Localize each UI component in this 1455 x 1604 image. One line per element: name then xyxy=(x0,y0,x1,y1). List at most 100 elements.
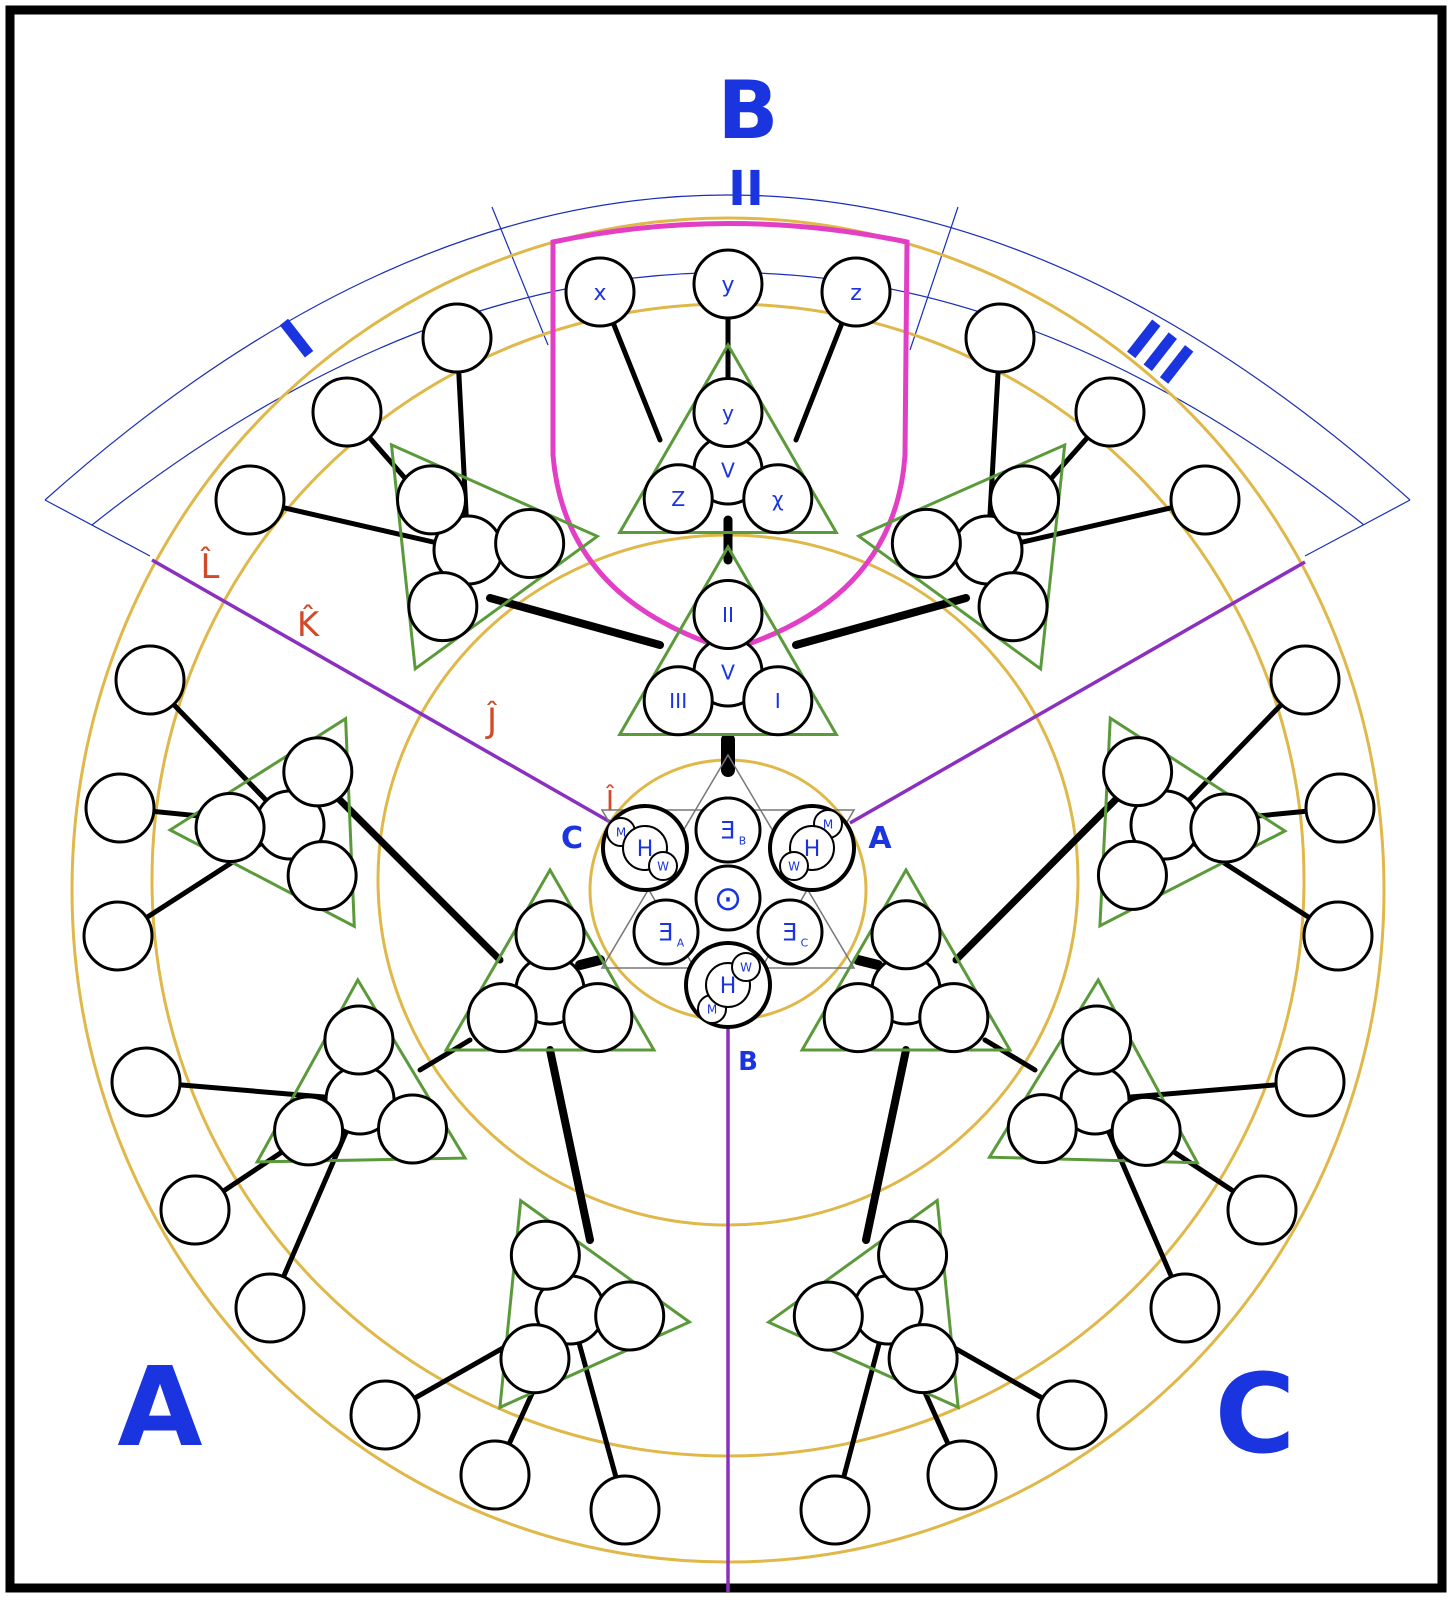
branch-triangle xyxy=(617,342,839,534)
branch-triangle xyxy=(498,1197,693,1410)
sector-1-label: I xyxy=(269,308,325,372)
branch-triangle xyxy=(254,977,468,1164)
core-node-sublabel: B xyxy=(739,834,746,847)
node-label: y xyxy=(722,401,734,425)
core-node-label: Ǝ xyxy=(782,919,797,947)
labeled-node xyxy=(642,463,714,535)
mhw-label: H xyxy=(720,974,737,999)
tree-node xyxy=(1074,376,1146,448)
tree-node xyxy=(589,1474,661,1546)
mhw-label: W xyxy=(740,960,752,974)
tree-node xyxy=(349,1379,421,1451)
tree-node xyxy=(514,899,586,971)
tree-node xyxy=(1226,1174,1298,1246)
arc-band-divider-right xyxy=(909,206,959,351)
tree-edge xyxy=(985,497,1208,553)
tree-edge xyxy=(267,1097,363,1311)
node-label: V xyxy=(721,660,735,684)
tree-node xyxy=(1036,1379,1108,1451)
core-node xyxy=(632,898,700,966)
node-label: Z xyxy=(671,487,685,511)
branch-triangle xyxy=(855,442,1067,672)
tree-triangles xyxy=(167,342,1288,1410)
mhw-label: M xyxy=(616,825,626,839)
branch-triangle xyxy=(765,1197,960,1410)
tree-edge xyxy=(862,1046,910,1244)
branch-ii-cap xyxy=(550,221,910,653)
core-b-label: B xyxy=(738,1047,758,1077)
arc-band-outer xyxy=(44,194,1411,501)
tree-node xyxy=(286,840,358,912)
node-label: χ xyxy=(772,487,784,511)
tree-node xyxy=(82,900,154,972)
core-node-sublabel: A xyxy=(677,936,685,949)
mhw-label: H xyxy=(804,837,821,862)
tree-node xyxy=(1274,1046,1346,1118)
node-label: I xyxy=(775,689,781,713)
region-b-label: B xyxy=(718,64,779,157)
tree-node xyxy=(887,1323,959,1395)
tree-node xyxy=(214,464,286,536)
mhw-label: M xyxy=(823,817,833,831)
labeled-node xyxy=(692,377,764,448)
ring-l-label: L̂ xyxy=(200,546,220,587)
mhw-node xyxy=(648,851,678,881)
tree-node xyxy=(494,507,566,579)
arc-band-end-left xyxy=(44,499,151,557)
core-a-label: A xyxy=(868,821,892,856)
tree-node xyxy=(407,571,479,643)
branch-triangle xyxy=(167,716,356,929)
sector-line-left xyxy=(151,558,613,825)
tree-node xyxy=(1169,464,1241,536)
tree-node xyxy=(877,1219,949,1291)
mhw-label: M xyxy=(707,1002,717,1016)
ring-k-label: K̂ xyxy=(297,604,321,645)
branch-triangle xyxy=(799,866,1013,1052)
branch-triangle xyxy=(617,544,839,736)
tree-edge xyxy=(546,1046,594,1244)
tree-node xyxy=(1149,1272,1221,1344)
core-node-label: ⊙ xyxy=(714,879,743,919)
core-node-label: Ǝ xyxy=(720,817,735,845)
tree-node xyxy=(459,1439,531,1511)
node-label: z xyxy=(850,281,862,306)
tree-node xyxy=(282,736,354,808)
node-label: V xyxy=(721,458,735,482)
tree-node xyxy=(311,376,383,448)
tree-node xyxy=(799,1474,871,1546)
tree-node xyxy=(977,571,1049,643)
core-node xyxy=(694,864,762,932)
ring-j-label: Ĵ xyxy=(485,700,498,741)
labeled-node xyxy=(742,665,814,737)
tree-node xyxy=(323,1004,395,1076)
tree-node xyxy=(376,1093,448,1165)
tree-node xyxy=(1061,1004,1133,1076)
tree-node xyxy=(822,982,894,1054)
tree-node xyxy=(273,1095,345,1167)
tree-edge xyxy=(982,1037,1038,1073)
tree-edge xyxy=(853,955,883,970)
node-label: III xyxy=(669,689,687,713)
tree-edge xyxy=(575,955,605,970)
labeled-node xyxy=(820,256,892,328)
tree-node xyxy=(562,982,634,1054)
tree-edge xyxy=(486,594,664,649)
tree-node xyxy=(421,302,493,374)
tree-node xyxy=(1110,1095,1182,1167)
tree-node xyxy=(1304,772,1376,844)
tree-node xyxy=(890,507,962,579)
tree-node xyxy=(1096,839,1168,911)
tree-node xyxy=(1102,736,1174,808)
core-c-label: C xyxy=(561,821,583,856)
labeled-node xyxy=(564,256,636,328)
branch-triangle xyxy=(986,977,1200,1165)
core-node xyxy=(756,898,824,966)
node-label: x xyxy=(593,281,606,306)
outer-frame xyxy=(5,5,1447,1593)
arc-band-divider-left xyxy=(491,206,549,346)
tree-edge xyxy=(1092,1097,1188,1311)
node-label: y xyxy=(721,273,734,298)
tree-edge xyxy=(1092,1079,1313,1103)
